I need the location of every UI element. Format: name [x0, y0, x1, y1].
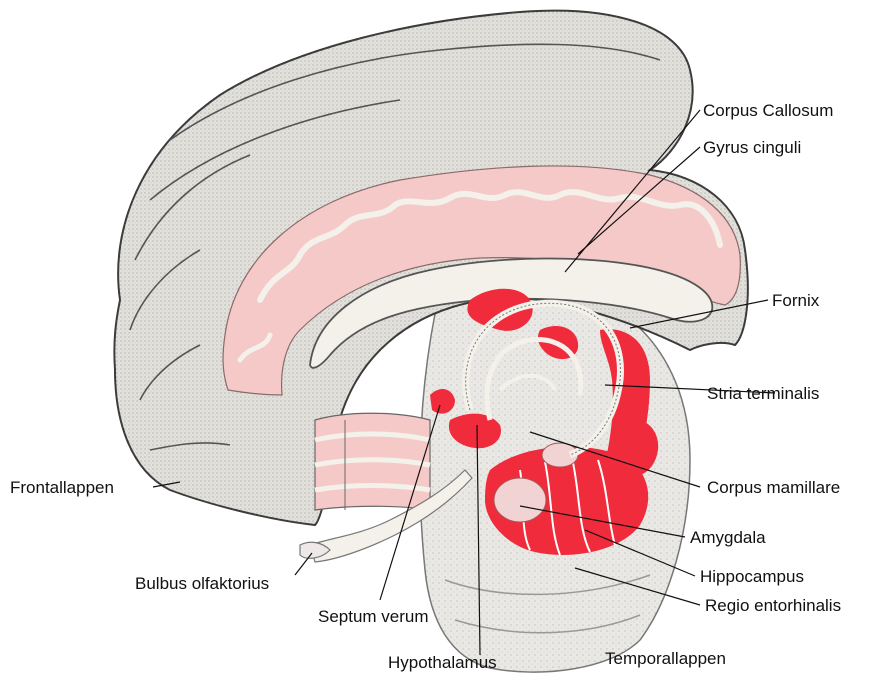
- label-regio-entorhinalis: Regio entorhinalis: [705, 596, 841, 615]
- label-temporallappen: Temporallappen: [605, 649, 726, 668]
- label-amygdala: Amygdala: [690, 528, 766, 547]
- label-corpus-mamillare: Corpus mamillare: [707, 478, 840, 497]
- label-frontallappen: Frontallappen: [10, 478, 114, 497]
- label-bulbus-olfaktorius: Bulbus olfaktorius: [135, 574, 269, 593]
- label-corpus-callosum: Corpus Callosum: [703, 101, 833, 120]
- label-stria-terminalis: Stria terminalis: [707, 384, 819, 403]
- label-septum-verum: Septum verum: [318, 607, 429, 626]
- label-hippocampus: Hippocampus: [700, 567, 804, 586]
- label-gyrus-cinguli: Gyrus cinguli: [703, 138, 801, 157]
- label-hypothalamus: Hypothalamus: [388, 653, 497, 672]
- label-fornix: Fornix: [772, 291, 820, 310]
